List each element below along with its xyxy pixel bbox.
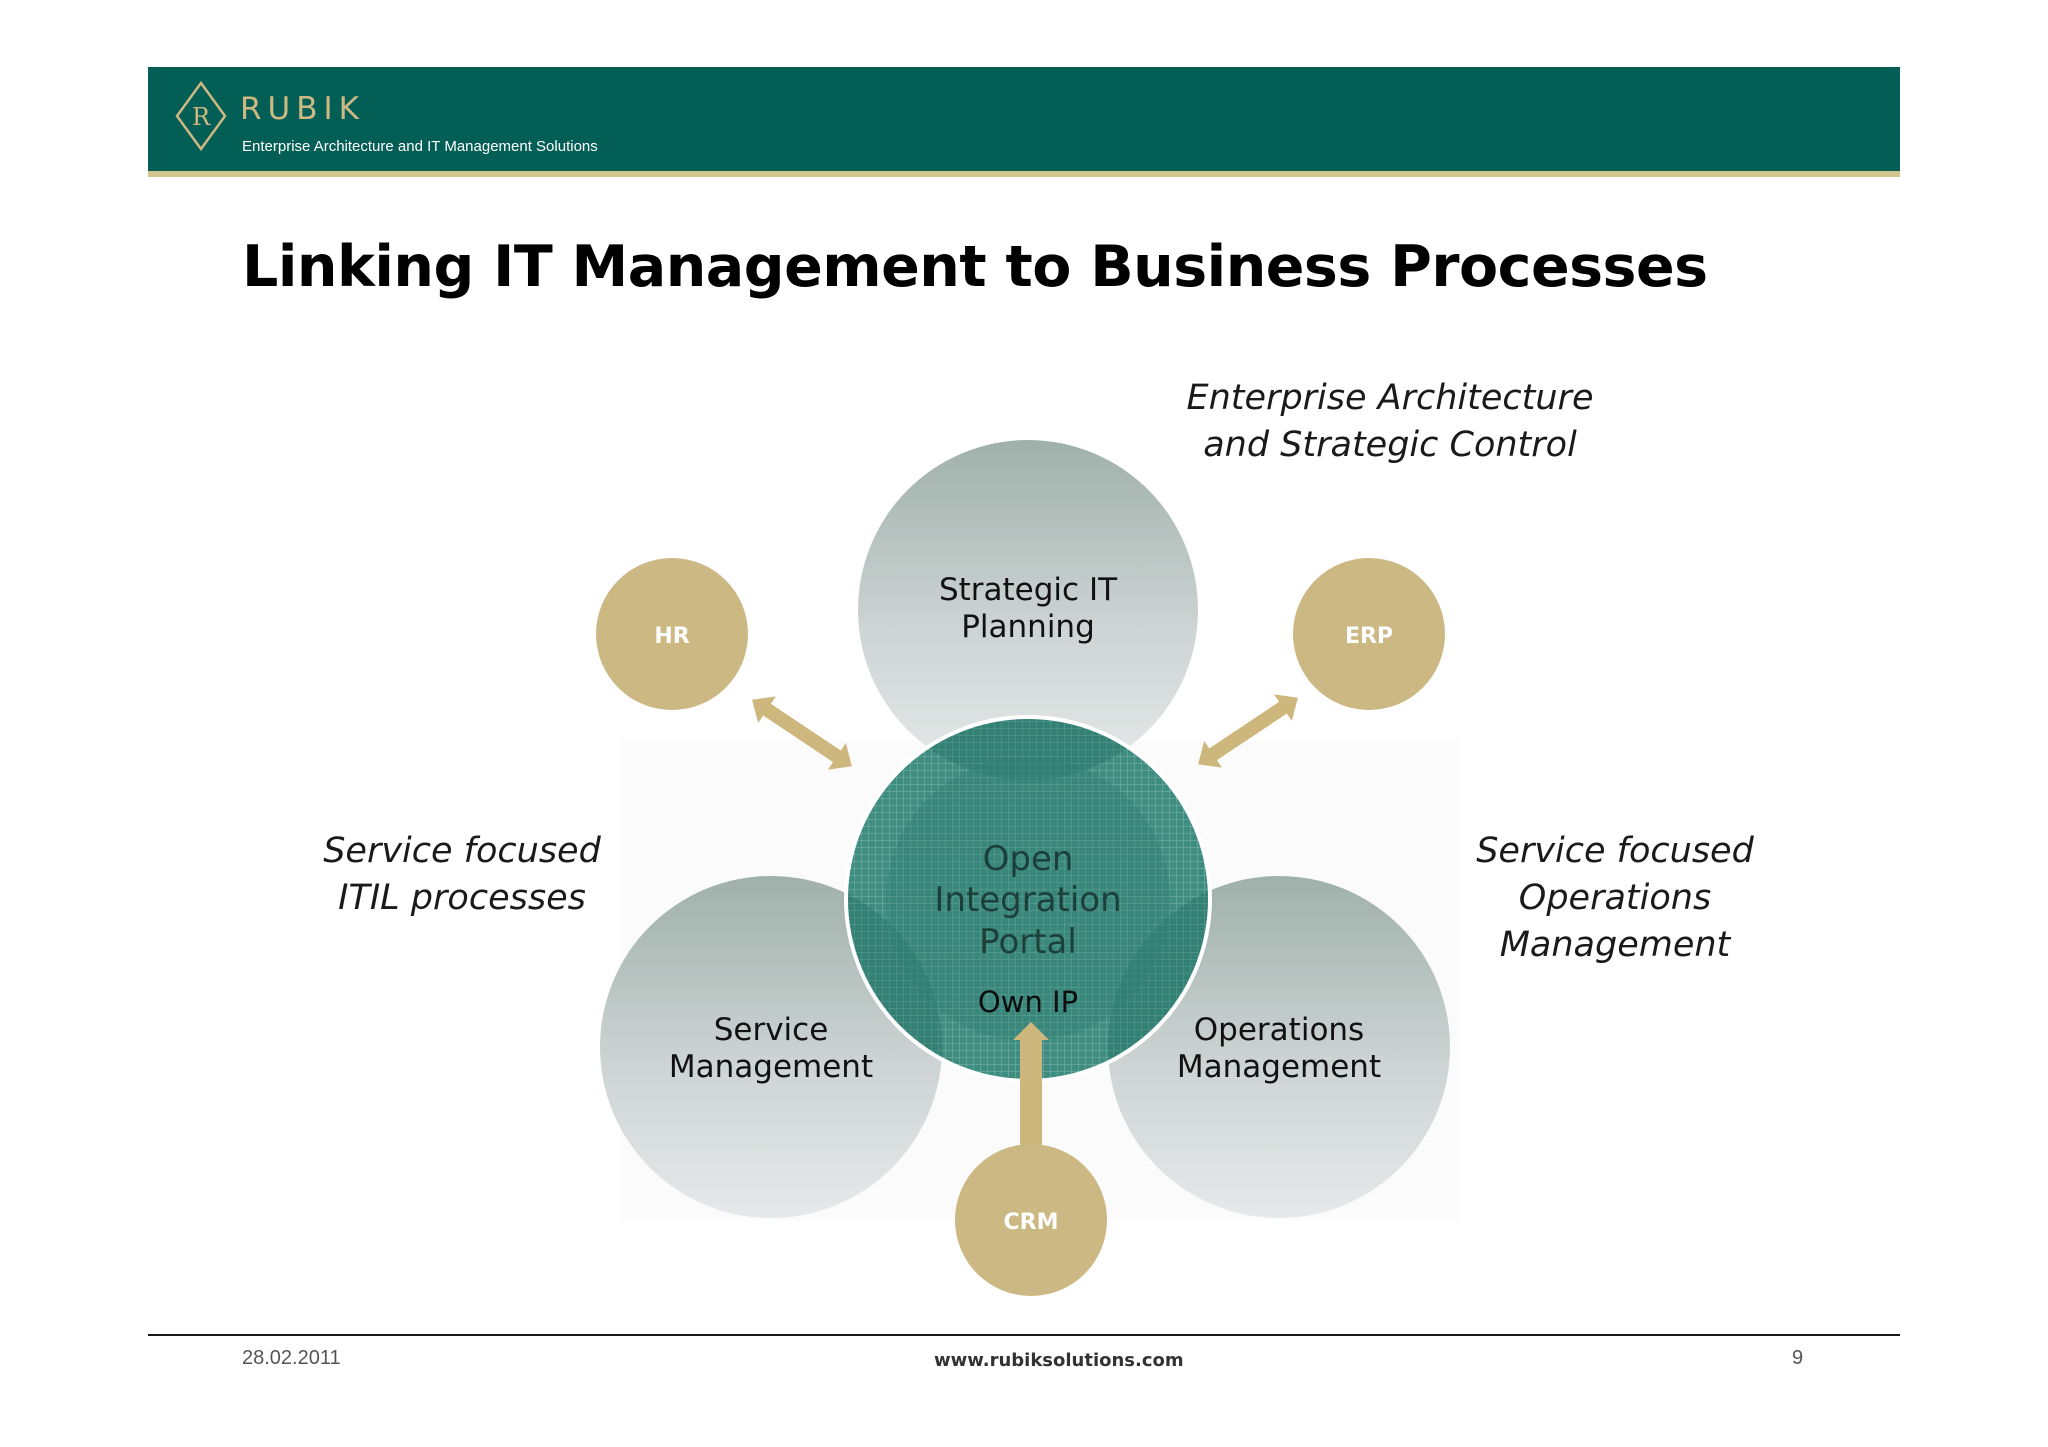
crm-label: CRM [1004, 1210, 1059, 1235]
hub-label-line1: Open [983, 839, 1074, 879]
page-number: 9 [1792, 1347, 1804, 1369]
hub-inner-ring [886, 757, 1170, 1041]
open-integration-portal-hub [848, 719, 1208, 1079]
operations-label-line1: Operations [1194, 1012, 1364, 1048]
hub-sub-label: Own IP [978, 985, 1078, 1019]
annotation-enterprise-architecture: Enterprise Architecture and Strategic Co… [1150, 375, 1630, 469]
hr-circle [596, 558, 748, 710]
annotation-operations: Service focused Operations Management [1415, 828, 1815, 969]
brand-name: RUBIK [240, 91, 365, 127]
hub-label-line3: Portal [979, 922, 1077, 962]
annotation-line: Enterprise Architecture [1186, 378, 1594, 418]
footer-website: www.rubiksolutions.com [934, 1350, 1184, 1371]
service-label-line2: Management [669, 1049, 873, 1085]
annotation-line: and Strategic Control [1203, 425, 1577, 465]
rubik-logo: R [175, 80, 227, 152]
brand-tagline: Enterprise Architecture and IT Managemen… [242, 138, 598, 155]
hr-label: HR [654, 624, 689, 649]
operations-label-line2: Management [1177, 1049, 1381, 1085]
annotation-line: Service focused [1476, 831, 1754, 871]
erp-arrow [1198, 694, 1298, 768]
strategic-label-line1: Strategic IT [939, 572, 1118, 608]
footer-date: 28.02.2011 [242, 1347, 341, 1369]
hr-arrow [752, 696, 852, 770]
annotation-line: Operations [1518, 878, 1712, 918]
annotation-line: ITIL processes [338, 878, 586, 918]
arrows [752, 694, 1298, 1172]
page-title: Linking IT Management to Business Proces… [242, 234, 1708, 300]
service-label-line1: Service [714, 1012, 829, 1048]
strategic-label-line2: Planning [961, 609, 1095, 645]
header-accent-stripe [148, 171, 1900, 177]
annotation-line: Service focused [323, 831, 601, 871]
annotation-line: Management [1499, 925, 1731, 965]
header-bar [148, 67, 1900, 171]
erp-label: ERP [1345, 624, 1393, 649]
hub-label-line2: Integration [934, 880, 1121, 920]
logo-letter: R [192, 103, 211, 131]
erp-circle [1293, 558, 1445, 710]
crm-arrow [1013, 1022, 1049, 1172]
strategic-planning-circle [858, 440, 1198, 780]
annotation-itil: Service focused ITIL processes [262, 828, 662, 922]
footer-divider [148, 1334, 1900, 1336]
crm-circle [955, 1144, 1107, 1296]
